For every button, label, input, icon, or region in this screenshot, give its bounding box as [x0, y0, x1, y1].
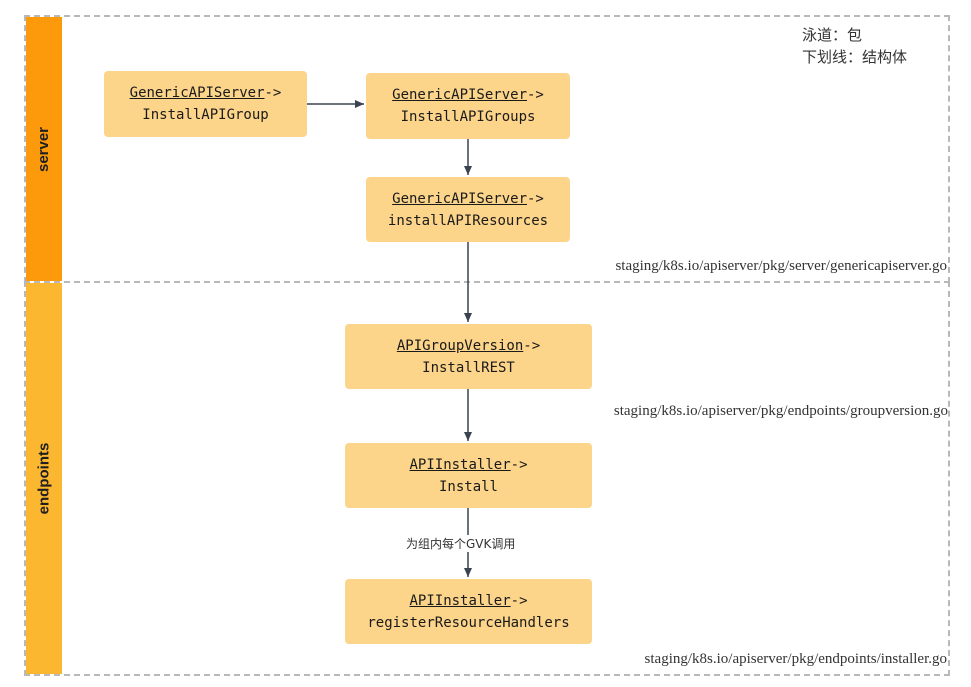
arrow-text: -> [510, 456, 528, 473]
arrow-text: -> [264, 85, 282, 101]
struct-name: GenericAPIServer [392, 190, 527, 207]
node-genericapiserver-installapigroups: GenericAPIServer-> InstallAPIGroups [366, 73, 570, 139]
struct-name: GenericAPIServer [392, 87, 527, 103]
method-name: InstallREST [422, 359, 515, 376]
struct-name: APIInstaller [409, 592, 511, 609]
arrow-text: -> [527, 87, 544, 103]
path-installer: staging/k8s.io/apiserver/pkg/endpoints/i… [644, 651, 947, 667]
struct-name: APIGroupVersion [396, 337, 524, 354]
struct-name: APIInstaller [409, 456, 511, 473]
node-apigroupversion-installrest: APIGroupVersion-> InstallREST [345, 324, 592, 389]
swimlane-header-server: server [26, 17, 62, 281]
swimlane-header-endpoints: endpoints [26, 283, 62, 674]
arrow-text: -> [510, 592, 528, 609]
legend: 泳道：包 下划线：结构体 [802, 24, 907, 68]
node-apiinstaller-install: APIInstaller-> Install [345, 443, 592, 508]
method-name: registerResourceHandlers [367, 614, 570, 631]
method-name: InstallAPIGroup [142, 107, 269, 123]
arrow-text: -> [527, 190, 544, 207]
path-groupversion: staging/k8s.io/apiserver/pkg/endpoints/g… [613, 403, 948, 419]
legend-underline-note: 下划线：结构体 [802, 48, 908, 66]
node-apiinstaller-registerresourcehandlers: APIInstaller-> registerResourceHandlers [345, 579, 592, 644]
legend-swimlane-note: 泳道：包 [802, 26, 863, 44]
arrow-text: -> [523, 337, 541, 354]
method-name: Install [438, 478, 498, 495]
swimlane-endpoints: endpoints [24, 281, 950, 676]
method-name: installAPIResources [387, 212, 549, 229]
node-genericapiserver-installapiresources: GenericAPIServer-> installAPIResources [366, 177, 570, 242]
node-genericapiserver-installapigroup: GenericAPIServer-> InstallAPIGroup [104, 71, 307, 137]
edge-label-per-gvk: 为组内每个GVK调用 [404, 535, 518, 552]
path-genericapiserver: staging/k8s.io/apiserver/pkg/server/gene… [615, 258, 947, 274]
struct-name: GenericAPIServer [129, 85, 265, 101]
method-name: InstallAPIGroups [400, 109, 536, 125]
